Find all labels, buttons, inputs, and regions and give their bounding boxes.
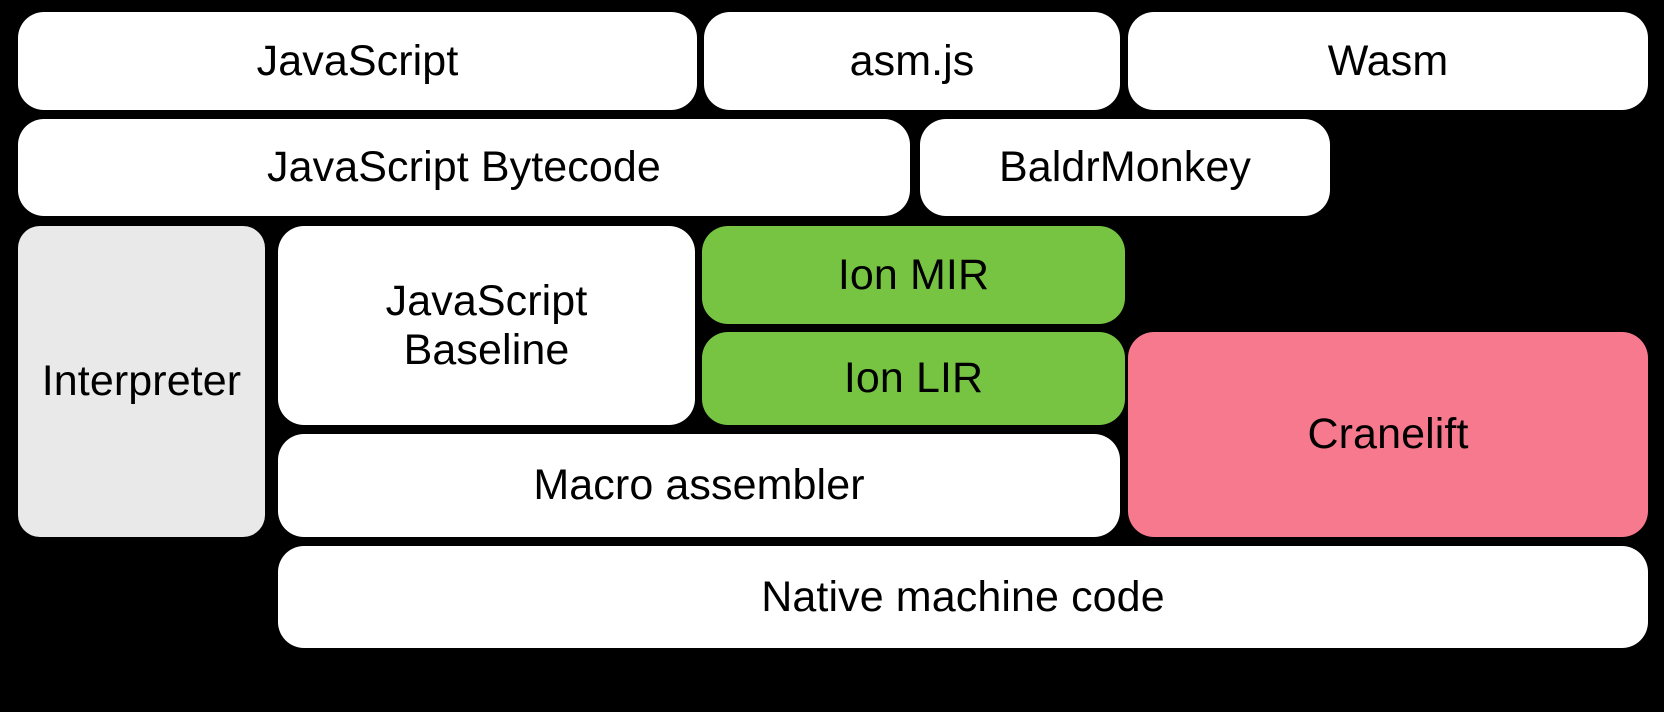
node-wasm[interactable]: Wasm [1128,12,1648,110]
node-ion-mir[interactable]: Ion MIR [702,226,1125,324]
node-asm-js[interactable]: asm.js [704,12,1120,110]
node-macro-assembler[interactable]: Macro assembler [278,434,1120,537]
node-native-machine-code[interactable]: Native machine code [278,546,1648,648]
node-javascript[interactable]: JavaScript [18,12,697,110]
node-javascript-bytecode[interactable]: JavaScript Bytecode [18,119,910,216]
node-javascript-baseline[interactable]: JavaScript Baseline [278,226,695,425]
node-cranelift[interactable]: Cranelift [1128,332,1648,537]
node-baldrmonkey[interactable]: BaldrMonkey [920,119,1330,216]
node-ion-lir[interactable]: Ion LIR [702,332,1125,425]
node-interpreter[interactable]: Interpreter [18,226,265,537]
